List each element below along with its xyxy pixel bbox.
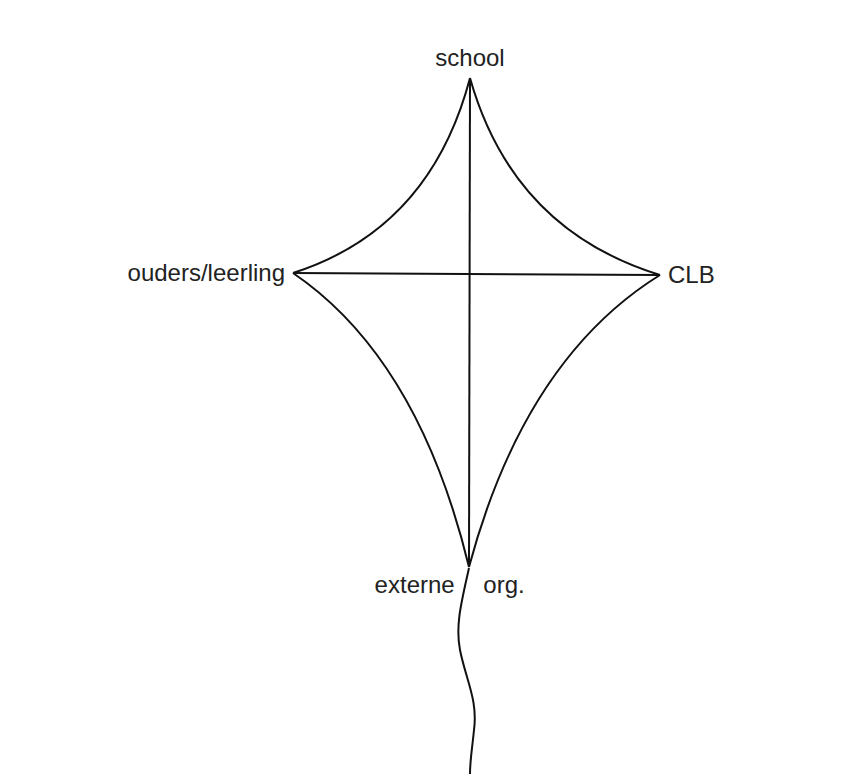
party-node: school	[435, 44, 504, 72]
kite-string-line	[458, 568, 474, 774]
party-node: ouders/leerling	[128, 259, 285, 287]
kite-line	[293, 273, 469, 567]
party-label: CLB	[668, 261, 715, 289]
party-label: ouders/leerling	[128, 259, 285, 287]
party-node: externe org.	[375, 571, 525, 599]
kite-line	[293, 273, 660, 275]
kite-line	[470, 78, 660, 275]
party-node: CLB	[668, 261, 715, 289]
party-label: externe org.	[375, 571, 525, 599]
party-label: school	[435, 44, 504, 72]
kite-line	[293, 78, 470, 273]
kite-line	[469, 78, 470, 567]
kite-line	[469, 275, 660, 567]
